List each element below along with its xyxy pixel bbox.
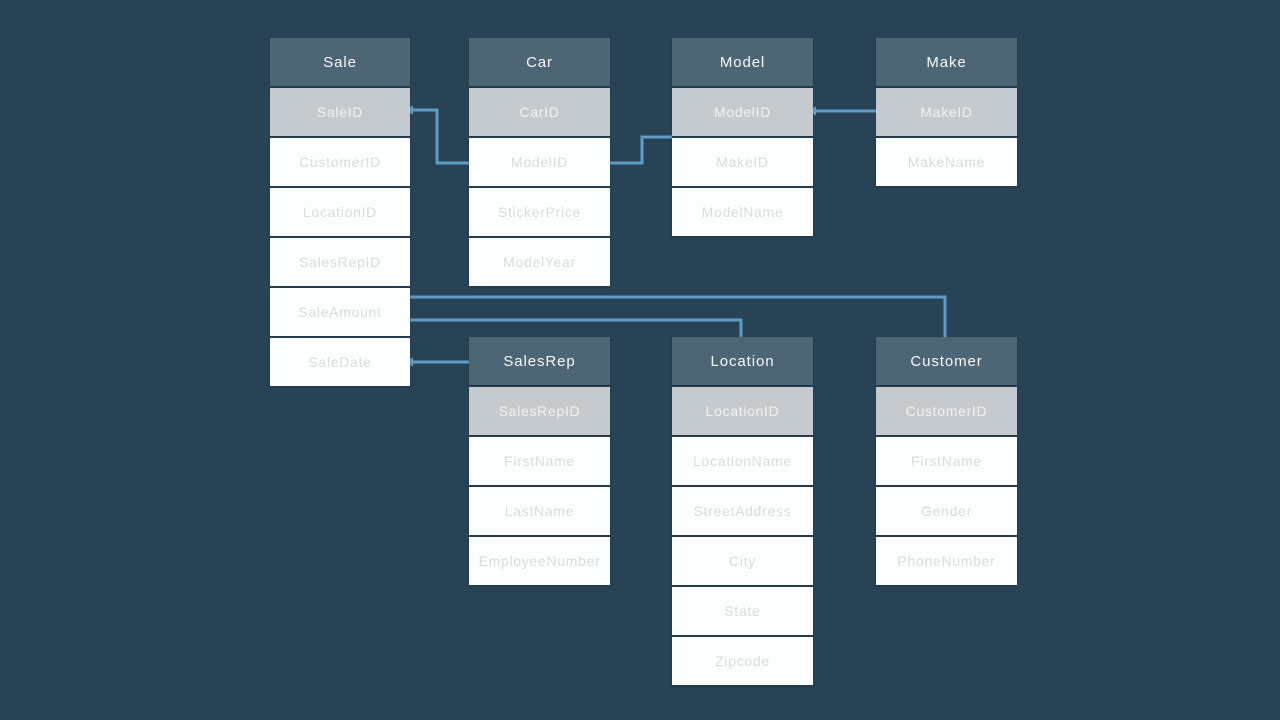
- field-row: MakeID: [672, 138, 813, 186]
- field-row: LocationID: [270, 188, 410, 236]
- connector-sale-saleid-to-car-modelid: [410, 108, 469, 165]
- connector-car-modelid-to-model-modelid: [610, 135, 672, 165]
- primary-key-row: SaleID: [270, 88, 410, 136]
- field-row: LastName: [469, 487, 610, 535]
- table-title: Car: [469, 38, 610, 86]
- table-title: Sale: [270, 38, 410, 86]
- primary-key-row: SalesRepID: [469, 387, 610, 435]
- field-row: SalesRepID: [270, 238, 410, 286]
- field-row: Zipcode: [672, 637, 813, 685]
- table-title: Customer: [876, 337, 1017, 385]
- field-row: FirstName: [876, 437, 1017, 485]
- field-row: Gender: [876, 487, 1017, 535]
- field-row: ModelName: [672, 188, 813, 236]
- connector-sale-to-customer: [410, 295, 947, 337]
- field-row: EmployeeNumber: [469, 537, 610, 585]
- primary-key-row: LocationID: [672, 387, 813, 435]
- primary-key-row: CustomerID: [876, 387, 1017, 435]
- field-row: SaleAmount: [270, 288, 410, 336]
- field-row: City: [672, 537, 813, 585]
- field-row: MakeName: [876, 138, 1017, 186]
- table-title: Make: [876, 38, 1017, 86]
- field-row: SaleDate: [270, 338, 410, 386]
- primary-key-row: ModelID: [672, 88, 813, 136]
- table-title: SalesRep: [469, 337, 610, 385]
- field-row: LocationName: [672, 437, 813, 485]
- table-title: Location: [672, 337, 813, 385]
- field-row: StickerPrice: [469, 188, 610, 236]
- field-row: StreetAddress: [672, 487, 813, 535]
- field-row: PhoneNumber: [876, 537, 1017, 585]
- field-row: CustomerID: [270, 138, 410, 186]
- primary-key-row: CarID: [469, 88, 610, 136]
- field-row: State: [672, 587, 813, 635]
- table-title: Model: [672, 38, 813, 86]
- connector-sale-to-location: [410, 318, 743, 337]
- field-row: FirstName: [469, 437, 610, 485]
- field-row: ModelYear: [469, 238, 610, 286]
- primary-key-row: MakeID: [876, 88, 1017, 136]
- field-row: ModelID: [469, 138, 610, 186]
